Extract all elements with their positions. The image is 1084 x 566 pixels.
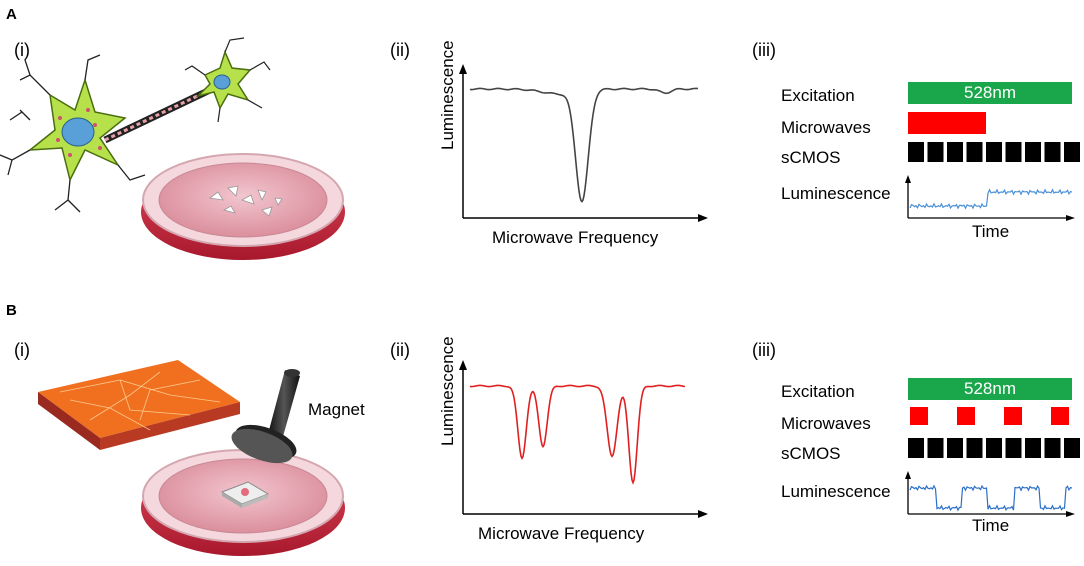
- panel-b-row-luminescence: Luminescence: [781, 482, 891, 501]
- panel-a-row-luminescence: Luminescence: [781, 184, 891, 203]
- scmos-frame: [1005, 438, 1022, 458]
- scmos-frame: [966, 142, 983, 162]
- panel-b-row-microwaves: Microwaves: [781, 414, 871, 433]
- scmos-frame: [1064, 438, 1080, 458]
- panel-a-sub-label-i: (i): [14, 40, 30, 60]
- magnet: [231, 369, 300, 464]
- luminescence-y-arrow: [905, 471, 911, 479]
- panel-b-row-excitation: Excitation: [781, 382, 855, 401]
- scmos-frame: [908, 438, 924, 458]
- scmos-frame: [1025, 142, 1041, 162]
- panel-a-spectrum-x-arrow: [698, 214, 708, 222]
- panel-a-row-microwaves: Microwaves: [781, 118, 871, 137]
- petri-dish-b: [141, 449, 345, 556]
- panel-b-spectrum-xlabel: Microwave Frequency: [478, 524, 645, 543]
- diamond-particles: [208, 185, 283, 217]
- luminescence-trace: [909, 484, 1073, 512]
- scmos-frame: [966, 438, 983, 458]
- panel-letter-a: A: [6, 6, 17, 23]
- panel-a-spectrum-y-arrow: [459, 64, 467, 74]
- petri-dish-a: [141, 153, 345, 260]
- scmos-frame: [927, 142, 944, 162]
- scmos-frame: [908, 142, 924, 162]
- panel-b-excitation-bar: 528nm: [908, 378, 1072, 400]
- scmos-frame: [986, 438, 1002, 458]
- panel-a-spectrum-curve: [469, 87, 699, 203]
- luminescence-x-arrow: [1066, 511, 1075, 517]
- panel-b-row-scmos: sCMOS: [781, 444, 841, 463]
- luminescence-trace: [909, 188, 1073, 210]
- scmos-frame: [1044, 142, 1061, 162]
- panel-a-time-label: Time: [972, 222, 1010, 241]
- scmos-frame: [947, 438, 963, 458]
- panel-b-sub-label-iii: (iii): [752, 340, 776, 360]
- luminescence-y-arrow: [905, 175, 911, 183]
- axon: [103, 86, 212, 144]
- panel-a-spectrum-xlabel: Microwave Frequency: [492, 228, 659, 247]
- panel-b-time-label: Time: [972, 516, 1010, 535]
- microwave-pulse: [1051, 407, 1069, 425]
- panel-letter-b: B: [6, 302, 17, 319]
- diamond-chip: [220, 481, 270, 508]
- microwave-pulse: [910, 407, 928, 425]
- scmos-frame: [947, 142, 963, 162]
- scmos-frame: [986, 142, 1002, 162]
- scmos-frame: [1064, 142, 1080, 162]
- scmos-frame: [1044, 438, 1061, 458]
- microwave-pulse: [1004, 407, 1022, 425]
- panel-b-spectrum-curve: [469, 384, 686, 485]
- scmos-frame: [927, 438, 944, 458]
- scmos-frame: [1005, 142, 1022, 162]
- panel-a-sub-label-ii: (ii): [390, 40, 410, 60]
- panel-a-row-excitation: Excitation: [781, 86, 855, 105]
- panel-a-excitation-bar: 528nm: [908, 82, 1072, 104]
- microwave-pulse: [957, 407, 975, 425]
- panel-b-spectrum-x-arrow: [698, 510, 708, 518]
- panel-a-sub-label-iii: (iii): [752, 40, 776, 60]
- magnet-label: Magnet: [308, 400, 365, 419]
- panel-a-row-scmos: sCMOS: [781, 148, 841, 167]
- tissue-slab: [38, 360, 240, 450]
- scmos-frame: [1025, 438, 1041, 458]
- microwave-pulse: [908, 112, 986, 134]
- small-neuron: [184, 37, 271, 123]
- panel-b-spectrum-y-arrow: [459, 360, 467, 370]
- panel-b-sub-label-ii: (ii): [390, 340, 410, 360]
- panel-b-sub-label-i: (i): [14, 340, 30, 360]
- luminescence-x-arrow: [1066, 215, 1075, 221]
- large-neuron: [0, 54, 146, 213]
